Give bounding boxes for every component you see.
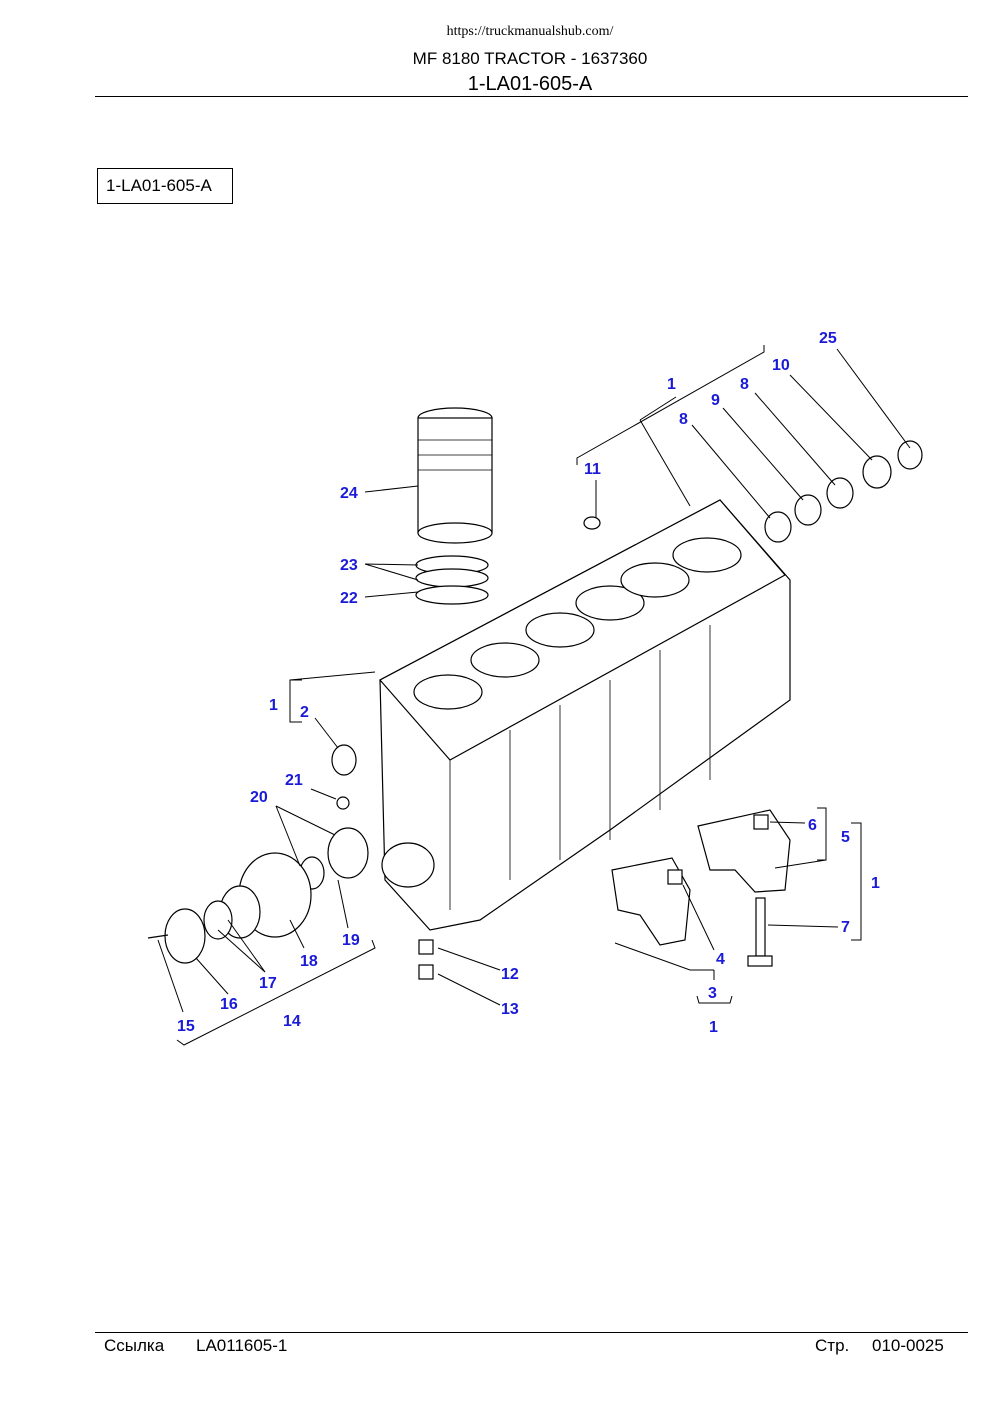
- callout-4: 4: [716, 951, 725, 968]
- callout-16: 16: [220, 996, 238, 1013]
- callout-12: 12: [501, 966, 519, 983]
- callout-9: 9: [711, 392, 720, 409]
- callout-10: 10: [772, 357, 790, 374]
- callout-8: 8: [679, 411, 688, 428]
- callout-18: 18: [300, 953, 318, 970]
- bearing-caps-drawing: [418, 516, 791, 980]
- document-title: MF 8180 TRACTOR - 1637360: [412, 49, 648, 68]
- callout-15: 15: [177, 1018, 195, 1035]
- footer-page-label: Стр.: [815, 1336, 850, 1355]
- footer-page-value: 010-0025: [872, 1336, 944, 1355]
- diagram-code: 1-LA01-605-A: [467, 73, 593, 95]
- callout-1: 1: [871, 875, 880, 892]
- callout-2: 2: [300, 704, 309, 721]
- callout-17: 17: [259, 975, 277, 992]
- callout-13: 13: [501, 1001, 519, 1018]
- reference-box: 1-LA01-605-A: [97, 168, 233, 204]
- callout-5: 5: [841, 829, 850, 846]
- callout-6: 6: [808, 817, 817, 834]
- callout-25: 25: [819, 330, 837, 347]
- source-url: https://truckmanualshub.com/: [446, 24, 614, 39]
- callout-19: 19: [342, 932, 360, 949]
- callout-11: 11: [584, 461, 601, 478]
- header-rule: [95, 96, 968, 97]
- footer-rule: [95, 1332, 968, 1333]
- cylinder-liner-drawing: [415, 407, 493, 605]
- cam-bushings-drawing: [764, 440, 923, 543]
- callout-23: 23: [340, 557, 358, 574]
- front-parts-drawing: [147, 744, 369, 964]
- callout-20: 20: [250, 789, 268, 806]
- callout-7: 7: [841, 919, 850, 936]
- callout-21: 21: [285, 772, 303, 789]
- footer-ref-label: Ссылка: [104, 1336, 165, 1355]
- callout-1: 1: [667, 376, 676, 393]
- callout-3: 3: [708, 985, 717, 1002]
- leader-lines: [157, 345, 911, 1046]
- callout-24: 24: [340, 485, 358, 502]
- callout-1: 1: [709, 1019, 718, 1036]
- callout-1: 1: [269, 697, 278, 714]
- callout-22: 22: [340, 590, 358, 607]
- footer-ref-value: LA011605-1: [196, 1336, 288, 1355]
- engine-block-drawing: [379, 499, 791, 931]
- callout-8: 8: [740, 376, 749, 393]
- callout-labels: 25 10 1 8 9 8 11 24 23 22 1 2 21 20 19 1…: [177, 330, 880, 1036]
- callout-14: 14: [283, 1013, 301, 1030]
